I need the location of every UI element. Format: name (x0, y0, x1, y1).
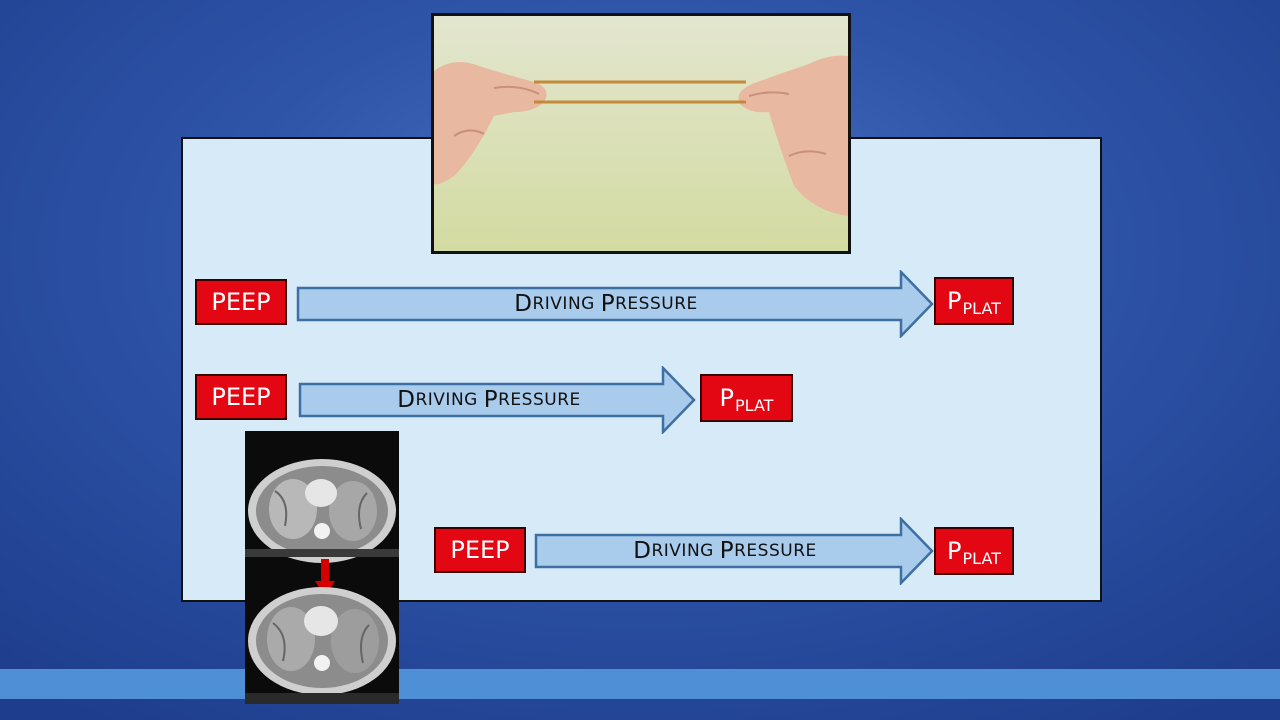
peep-label: PEEP (211, 288, 271, 316)
ct-scan-images (245, 431, 399, 704)
bottom-bar (0, 669, 1280, 699)
ct-scan-bottom (245, 587, 399, 704)
driving-pressure-arrow-row-2 (298, 366, 696, 434)
driving-pressure-arrow-row-1 (296, 270, 934, 338)
peep-box-row-3: PEEP (434, 527, 526, 573)
driving-pressure-arrow-row-3 (534, 517, 934, 585)
peep-box-row-1: PEEP (195, 279, 287, 325)
ct-scan-top (245, 459, 399, 563)
rubber-band-photo (431, 13, 851, 254)
peep-label: PEEP (450, 536, 510, 564)
peep-box-row-2: PEEP (195, 374, 287, 420)
peep-label: PEEP (211, 383, 271, 411)
